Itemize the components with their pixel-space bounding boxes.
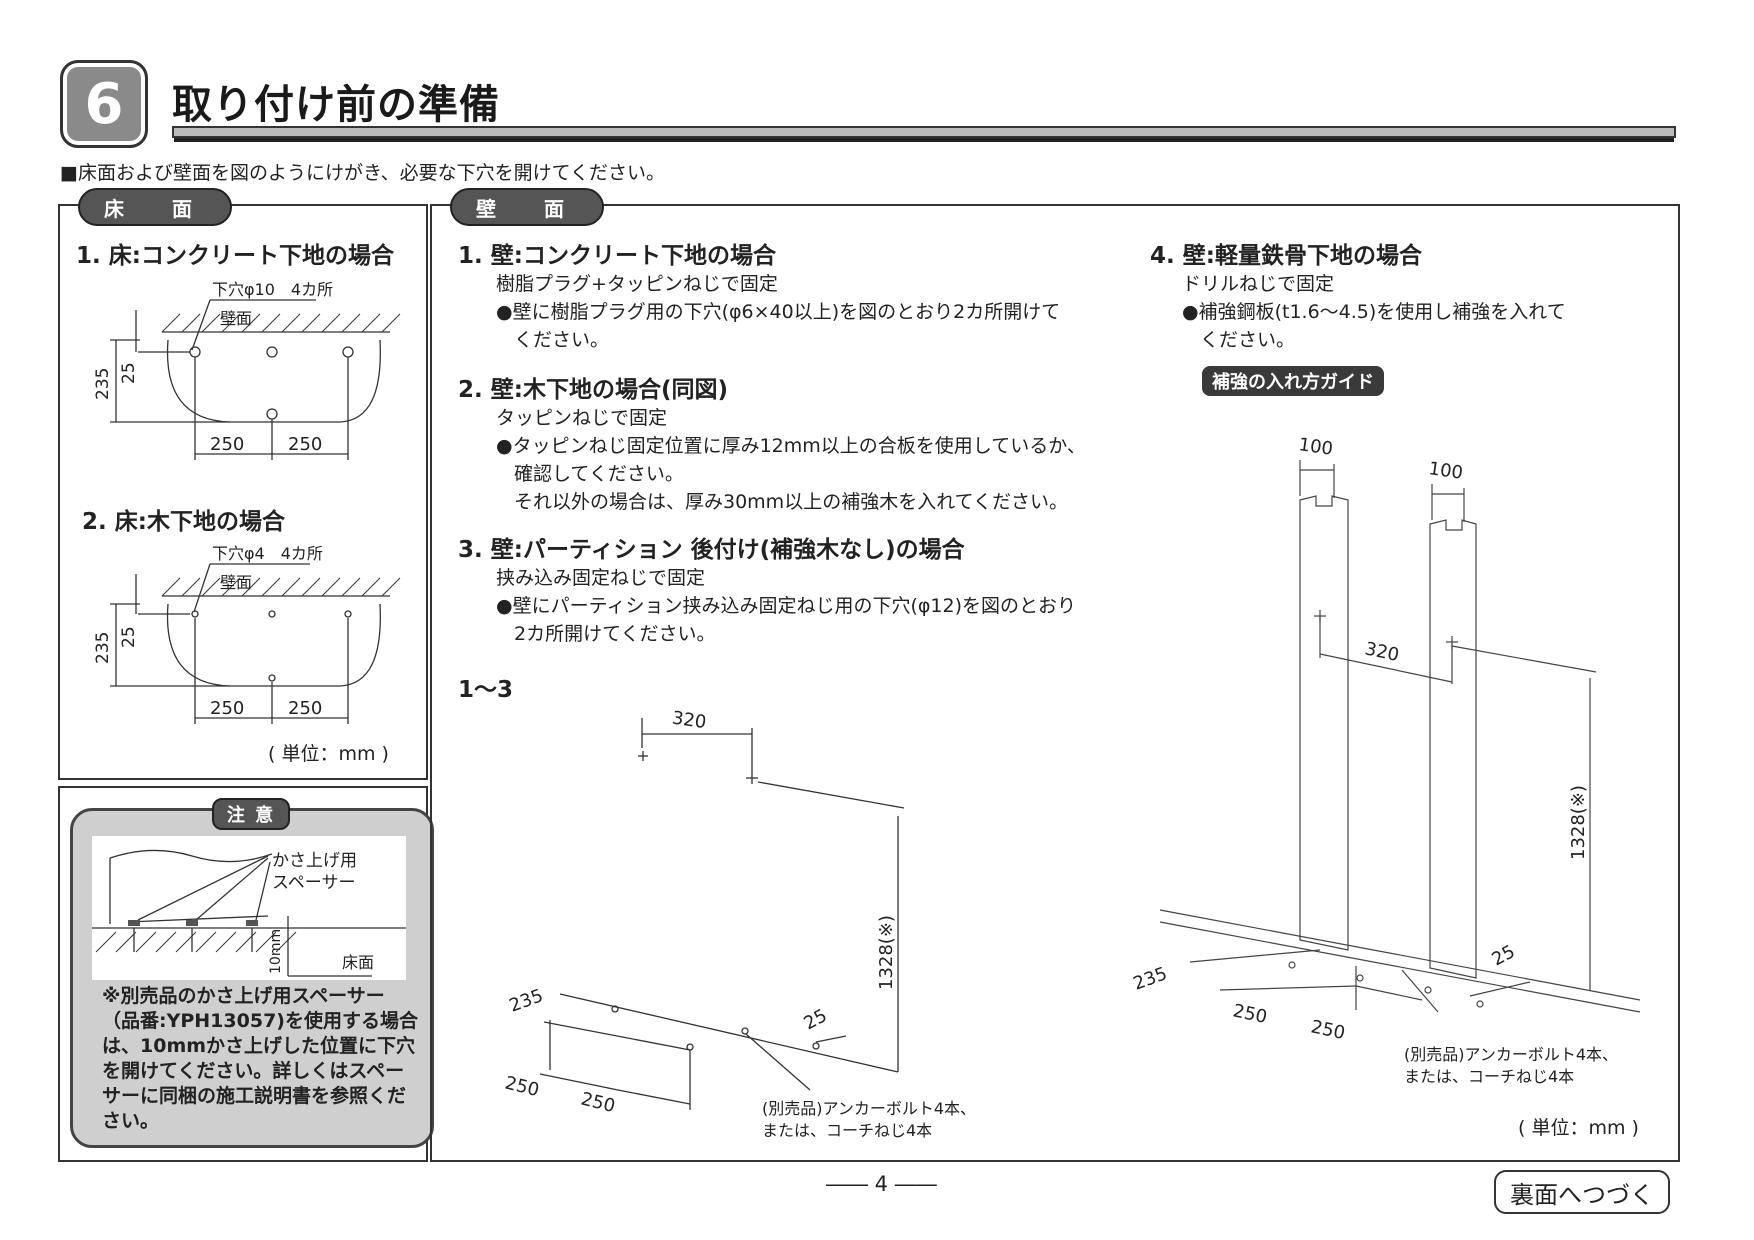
floor-case2-heading: 2. 床:木下地の場合 — [82, 509, 285, 535]
wall-s2-bullet: ●タッピンねじ固定位置に厚み12mm以上の合板を使用しているか、 — [496, 435, 1086, 457]
wall-s2-bullet3: それ以外の場合は、厚み30mm以上の補強木を入れてください。 — [514, 491, 1069, 513]
spacer-label-1: かさ上げ用 — [272, 851, 357, 871]
spacer-floor-label: 床面 — [342, 953, 374, 972]
floor1-dim-235: 235 — [93, 368, 113, 400]
fig4-dim-100a: 100 — [1297, 434, 1334, 460]
wall-s2-line1: タッピンねじで固定 — [496, 407, 668, 429]
title-rule — [172, 126, 1676, 138]
wall-s3-line1: 挟み込み固定ねじで固定 — [496, 567, 706, 589]
wall-unit: ( 単位：mm ) — [1518, 1117, 1639, 1139]
continue-overleaf: 裏面へつづく — [1494, 1170, 1670, 1214]
fig13-dim-250a: 250 — [503, 1072, 541, 1101]
wall-figure-4: 100 100 320 1328(※) 235 25 250 250 (別売品)… — [1131, 434, 1641, 1086]
fig13-dim-250b: 250 — [579, 1088, 617, 1117]
floor1-dim-250b: 250 — [288, 434, 322, 455]
caution-label: 注 意 — [212, 798, 290, 830]
wall-s2-bullet2: 確認してください。 — [514, 463, 684, 485]
floor-label: 床 面 — [78, 188, 232, 226]
fig13-dim-235: 235 — [507, 985, 546, 1016]
floor-panel — [58, 204, 428, 780]
wall-s2-heading: 2. 壁:木下地の場合(同図) — [458, 377, 728, 403]
wall-panel — [430, 204, 1680, 1162]
fig4-dim-250b: 250 — [1309, 1016, 1347, 1044]
title-rule-shadow — [174, 138, 1674, 142]
spacer-dim-10mm: 10mm — [268, 929, 284, 974]
wall-s1-bullet2: ください。 — [514, 329, 610, 351]
floor2-dim-235: 235 — [93, 632, 113, 664]
wall-s1-line1: 樹脂プラグ+タッピンねじで固定 — [496, 273, 778, 295]
fig13-dim-1328: 1328(※) — [876, 915, 897, 990]
fig13-label: 1～3 — [458, 677, 514, 703]
floor2-dim-25: 25 — [119, 626, 139, 648]
fig4-dim-100b: 100 — [1427, 458, 1464, 484]
fig4-anchor-2: または、コーチねじ4本 — [1404, 1067, 1574, 1086]
page-number: ―― 4 ―― — [826, 1172, 937, 1196]
intro-text: ■床面および壁面を図のようにけがき、必要な下穴を開けてください。 — [60, 162, 666, 184]
floor1-hole-label: 下穴φ10 4カ所 — [212, 280, 333, 299]
section-number-badge: 6 — [60, 60, 148, 148]
fig4-dim-235: 235 — [1131, 963, 1170, 994]
floor-diagram-2: 下穴φ4 4カ所 壁面 235 25 250 250 — [93, 544, 401, 724]
caution-text: ※別売品のかさ上げ用スペーサー（品番:YPH13057)を使用する場合は、10m… — [102, 985, 418, 1132]
floor2-dim-250b: 250 — [288, 698, 322, 719]
floor2-hole-label: 下穴φ4 4カ所 — [212, 544, 323, 563]
wall-s3-bullet2: 2カ所開けてください。 — [514, 623, 716, 645]
floor-case1-heading: 1. 床:コンクリート下地の場合 — [76, 243, 394, 269]
wall-s4-bullet2: ください。 — [1200, 329, 1296, 351]
wall-s4-heading: 4. 壁:軽量鉄骨下地の場合 — [1150, 243, 1422, 269]
fig4-dim-250a: 250 — [1231, 1000, 1269, 1028]
wall-s1-heading: 1. 壁:コンクリート下地の場合 — [458, 243, 776, 269]
wall-s3-heading: 3. 壁:パーティション 後付け(補強木なし)の場合 — [458, 537, 965, 563]
wall-s4-line1: ドリルねじで固定 — [1182, 273, 1335, 295]
wall-figure-1-3: 320 1328(※) 235 25 250 250 (別売品)アンカーボルト4… — [503, 708, 976, 1140]
floor2-wall-label: 壁面 — [220, 573, 252, 592]
floor-unit: ( 単位：mm ) — [268, 743, 389, 765]
floor-diagram-1: 下穴φ10 4カ所 壁面 235 25 250 250 — [93, 280, 401, 460]
fig13-dim-25: 25 — [800, 1005, 830, 1034]
wall-s4-bullet: ●補強鋼板(t1.6～4.5)を使用し補強を入れて — [1182, 301, 1566, 323]
floor2-dim-250a: 250 — [210, 698, 244, 719]
wall-label: 壁 面 — [450, 188, 604, 226]
spacer-label-2: スペーサー — [272, 873, 355, 893]
page-title: 取り付け前の準備 — [172, 82, 500, 128]
fig13-anchor-1: (別売品)アンカーボルト4本、 — [762, 1099, 976, 1118]
wall-s1-bullet: ●壁に樹脂プラグ用の下穴(φ6×40以上)を図のとおり2カ所開けて — [496, 301, 1061, 323]
floor1-dim-250a: 250 — [210, 434, 244, 455]
floor1-wall-label: 壁面 — [220, 309, 252, 328]
fig13-anchor-2: または、コーチねじ4本 — [762, 1121, 932, 1140]
fig4-dim-25: 25 — [1488, 941, 1518, 970]
fig4-dim-320: 320 — [1363, 638, 1401, 666]
fig13-dim-320: 320 — [671, 708, 708, 734]
fig4-anchor-1: (別売品)アンカーボルト4本、 — [1404, 1045, 1618, 1064]
floor1-dim-25: 25 — [119, 362, 139, 384]
fig4-dim-1328: 1328(※) — [1568, 785, 1589, 860]
reinforcement-guide-tag: 補強の入れ方ガイド — [1202, 366, 1384, 396]
wall-s3-bullet: ●壁にパーティション挟み込み固定ねじ用の下穴(φ12)を図のとおり — [496, 595, 1076, 617]
spacer-diagram: かさ上げ用 スペーサー 10mm 床面 — [92, 849, 406, 977]
